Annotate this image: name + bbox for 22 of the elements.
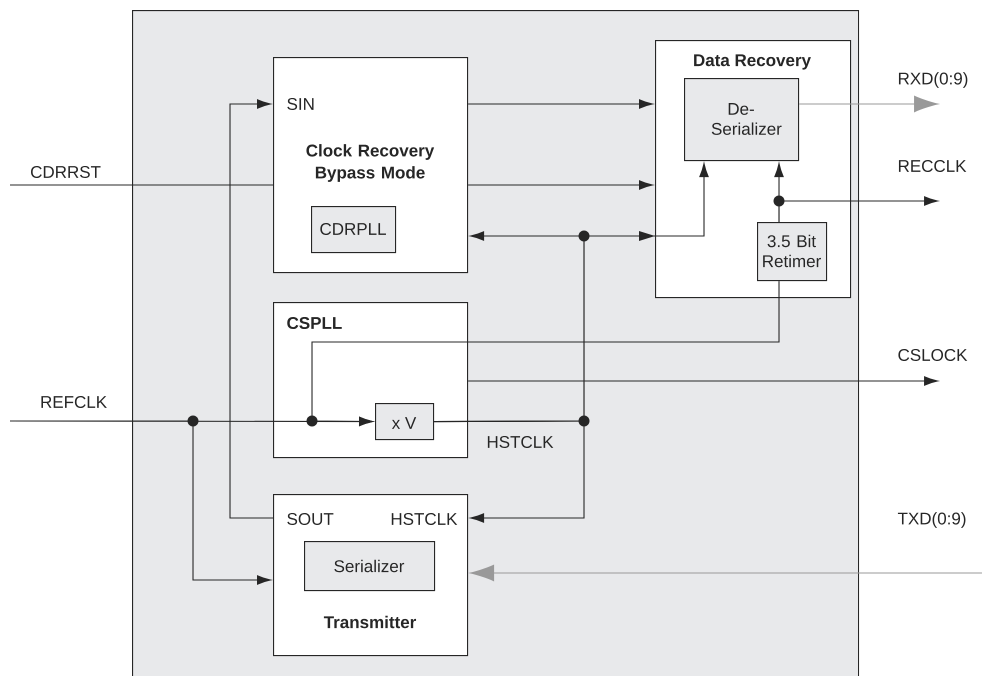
signal-label: CSLOCK [898,348,968,362]
multiplier-box: x V [375,403,434,440]
signal-label: RXD(0:9) [898,72,968,88]
deserializer-box: De- Serializer [684,78,800,162]
arrow [470,564,982,582]
signal-label: REFCLK [41,396,107,408]
signal-label: HSTCLK [488,436,554,448]
retimer-box: 3.5 Bit Retimer [757,222,828,282]
arrow [311,281,780,426]
signal-label: TXD(0:9) [898,512,966,528]
arrow [799,96,938,112]
arrow [778,196,938,222]
serializer-box: Serializer [304,541,436,592]
arrow [10,420,271,585]
signal-label: CDRRST [31,166,101,178]
arrow [229,99,273,519]
arrow [468,376,938,386]
arrow [434,420,585,523]
signal-label: RECCLK [898,160,966,172]
arrow [468,180,653,190]
pll-box: CDRPLL [311,206,396,254]
arrow [468,99,653,109]
